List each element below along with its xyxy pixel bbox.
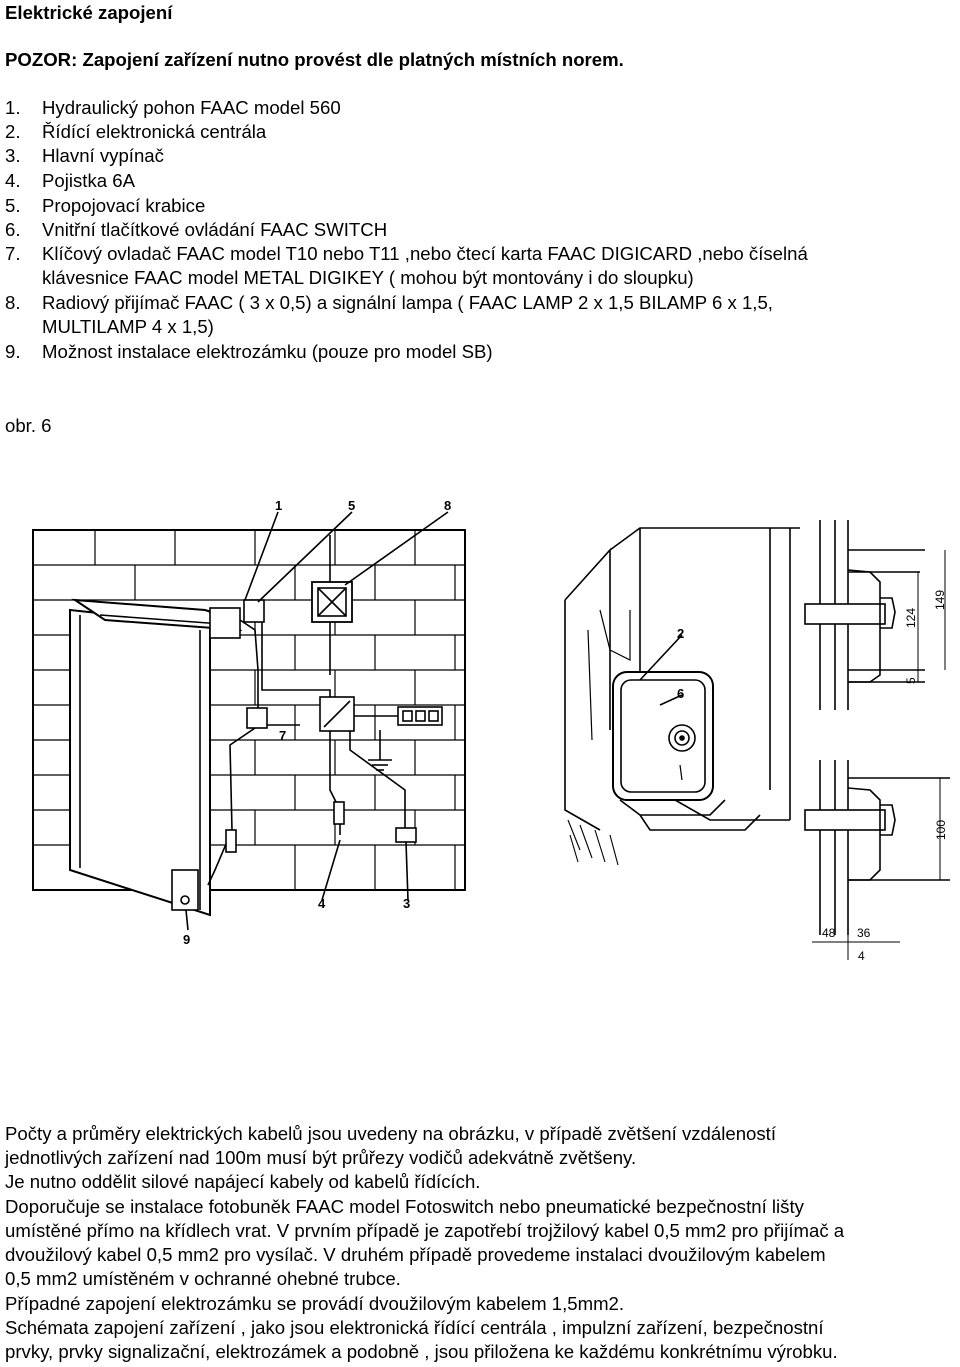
- figure-label: obr. 6: [5, 415, 52, 436]
- label-2: 2: [677, 626, 684, 641]
- paragraph-line: umístěné přímo na křídlech vrat. V první…: [5, 1220, 845, 1241]
- paragraph-line: Schémata zapojení zařízení , jako jsou e…: [5, 1317, 824, 1338]
- paragraph-line: Doporučuje se instalace fotobuněk FAAC m…: [5, 1196, 804, 1217]
- label-6: 6: [677, 686, 684, 701]
- paragraph-line: 0,5 mm2 umístěném v ochranné ohebné trub…: [5, 1268, 401, 1289]
- list-item-continuation: MULTILAMP 4 x 1,5): [42, 316, 214, 337]
- list-item: 1.Hydraulický pohon FAAC model 560: [5, 97, 341, 118]
- list-item: 6.Vnitřní tlačítkové ovládání FAAC SWITC…: [5, 219, 388, 240]
- label-7: 7: [279, 728, 286, 743]
- paragraph-line: prvky, prvky signalizační, elektrozámek …: [5, 1341, 838, 1362]
- paragraph-line: dvoužilový kabel 0,5 mm2 pro vysílač. V …: [5, 1244, 826, 1265]
- list-item: 3.Hlavní vypínač: [5, 145, 164, 166]
- list-item: 5.Propojovací krabice: [5, 195, 206, 216]
- label-8: 8: [444, 498, 451, 513]
- label-3: 3: [403, 896, 410, 911]
- paragraph-line: jednotlivých zařízení nad 100m musí být …: [5, 1147, 637, 1168]
- dim-48: 48: [822, 926, 836, 940]
- dim-124: 124: [904, 608, 918, 628]
- dim-100: 100: [934, 820, 948, 840]
- dim-36: 36: [857, 926, 871, 940]
- list-item: 8.Radiový přijímač FAAC ( 3 x 0,5) a sig…: [5, 292, 773, 313]
- label-9: 9: [183, 932, 190, 947]
- list-item: 7.Klíčový ovladač FAAC model T10 nebo T1…: [5, 243, 808, 264]
- list-item: 4.Pojistka 6A: [5, 170, 136, 191]
- dim-5: 5: [904, 677, 918, 684]
- list-item: 9.Možnost instalace elektrozámku (pouze …: [5, 341, 493, 362]
- warning-text: POZOR: Zapojení zařízení nutno provést d…: [5, 49, 624, 70]
- list-item-continuation: klávesnice FAAC model METAL DIGIKEY ( mo…: [42, 267, 694, 288]
- page-heading: Elektrické zapojení: [5, 2, 173, 23]
- pillar-drawing: [564, 527, 800, 866]
- dimension-drawing: [804, 520, 950, 960]
- dim-149: 149: [933, 590, 947, 610]
- label-5: 5: [348, 498, 355, 513]
- paragraph-line: Počty a průměry elektrických kabelů jsou…: [5, 1123, 777, 1144]
- dim-4: 4: [858, 949, 865, 960]
- label-4: 4: [318, 896, 326, 911]
- installation-drawing: [32, 511, 466, 931]
- paragraph-line: Případné zapojení elektrozámku se provád…: [5, 1293, 625, 1314]
- list-item: 2.Řídící elektronická centrála: [5, 121, 267, 142]
- paragraph-line: Je nutno oddělit silové napájecí kabely …: [5, 1171, 481, 1192]
- label-1: 1: [275, 498, 282, 513]
- wiring-diagram: 1 5 8 2 6 7 4 3 9 149 124 5 100 48 36 4: [32, 498, 950, 960]
